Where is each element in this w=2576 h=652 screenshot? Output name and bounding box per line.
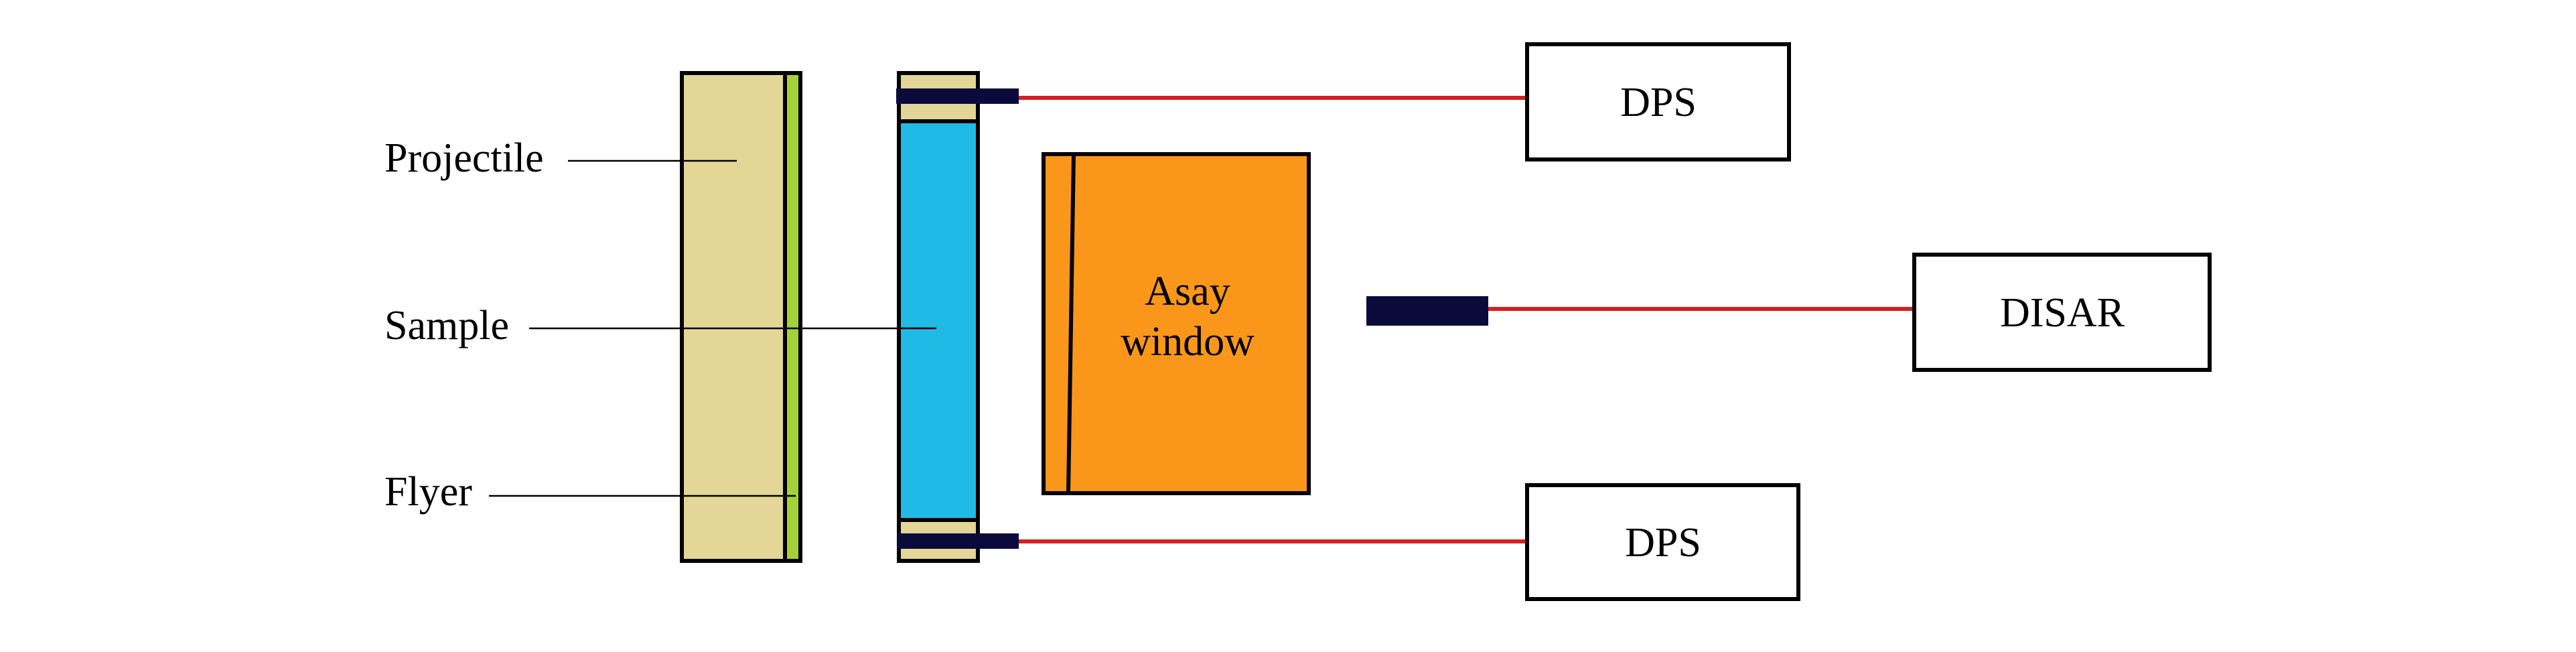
disar-probe	[1366, 296, 1488, 326]
window-label-line1: Asay	[1145, 269, 1230, 314]
asay-window-block	[1042, 152, 1311, 495]
disar-label: DISAR	[2000, 290, 2125, 336]
dps-probe-top	[896, 88, 1019, 104]
flyer-plate	[783, 71, 802, 563]
window-label-line2: window	[1121, 319, 1255, 365]
asay-window-edge-line	[1066, 153, 1076, 494]
dps-probe-bottom	[898, 533, 1019, 549]
dps-bottom-label: DPS	[1625, 520, 1701, 566]
dps-box-bottom	[1525, 483, 1800, 601]
sample-label: Sample	[384, 303, 509, 348]
sample-block	[897, 119, 980, 522]
dps-top-label: DPS	[1620, 80, 1697, 125]
disar-box	[1912, 253, 2212, 372]
projectile-label: Projectile	[384, 135, 544, 181]
flyer-label: Flyer	[384, 469, 472, 515]
dps-box-top	[1525, 42, 1791, 161]
projectile-block	[680, 71, 787, 563]
